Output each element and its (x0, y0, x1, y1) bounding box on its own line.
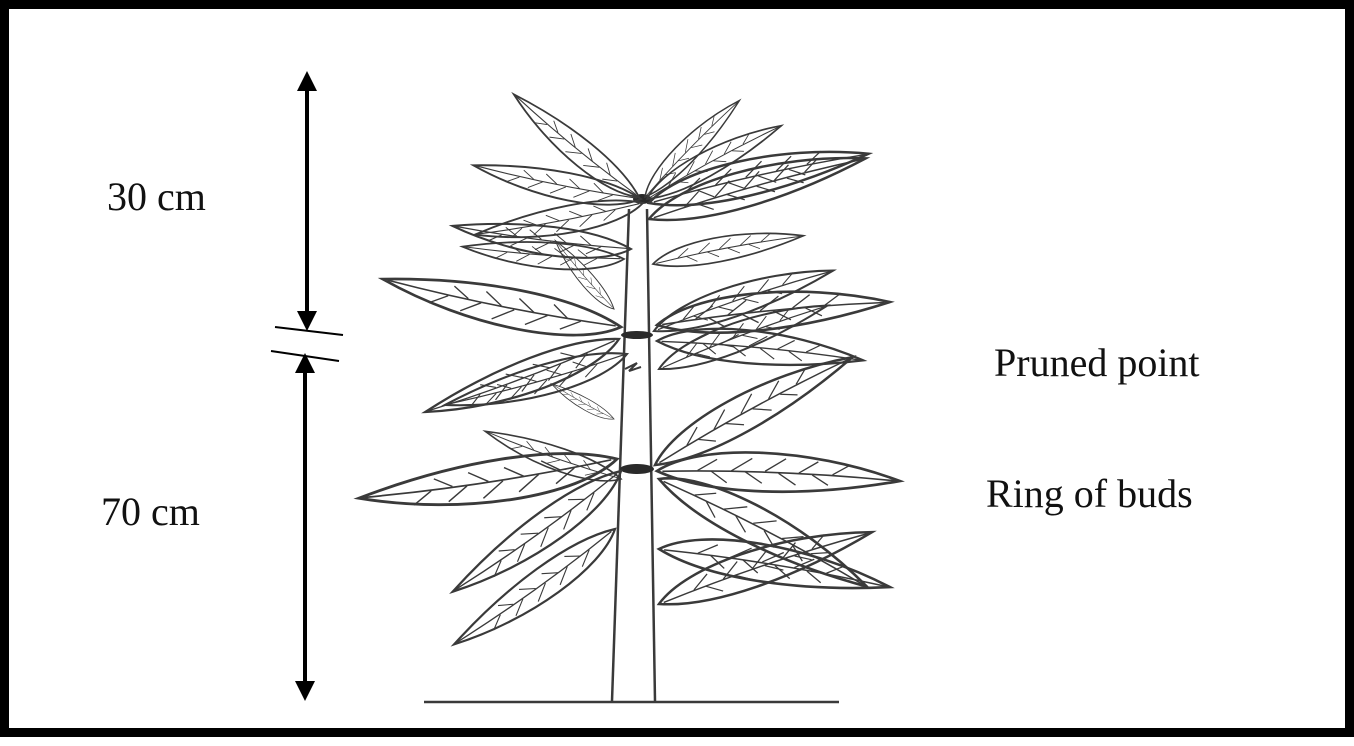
dimension-arrow-lower (295, 353, 315, 701)
trunk (612, 209, 655, 701)
lower-measure-label: 70 cm (101, 492, 200, 532)
leaves-lower (356, 340, 901, 658)
pruned-point-label: Pruned point (994, 343, 1200, 383)
leaves-top (450, 85, 872, 274)
break-marks (271, 327, 343, 361)
upper-measure-label: 30 cm (107, 177, 206, 217)
dimension-arrow-upper (297, 71, 317, 331)
pruned-point-ring (621, 331, 653, 339)
ring-of-buds-label: Ring of buds (986, 474, 1193, 514)
bud-ring (620, 464, 654, 474)
